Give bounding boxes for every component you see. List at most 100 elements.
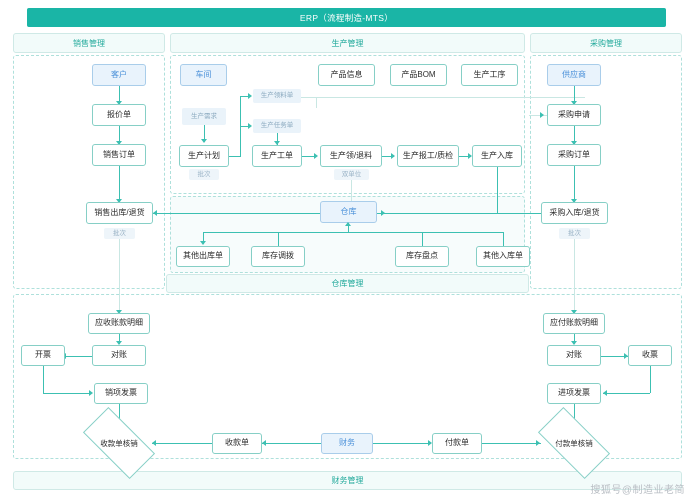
node-ar-reconciliation[interactable]: 对账 <box>92 345 146 366</box>
arrow-left-receipt-voucher <box>262 440 266 446</box>
zone-sales <box>13 55 165 289</box>
edge-warehouse-bus-stem <box>348 223 349 232</box>
node-stock-take[interactable]: 库存盘点 <box>395 246 449 267</box>
tag-production-pick-list: 生产领料单 <box>253 89 301 103</box>
edge-recon-invoicereceive <box>601 356 628 357</box>
node-invoice-receive[interactable]: 收票 <box>628 345 672 366</box>
node-receipt-voucher[interactable]: 收款单 <box>212 433 262 454</box>
edge-invoicing-output <box>43 393 91 394</box>
node-report-qc[interactable]: 生产报工/质检 <box>397 145 459 167</box>
node-receipt-writeoff[interactable]: 收款单核销 <box>82 406 156 480</box>
arrow-left-receipt-writeoff <box>152 440 156 446</box>
arrow-down-purchase-inbound <box>571 199 577 203</box>
arrow-right-purchase-request <box>540 112 544 118</box>
node-supplier[interactable]: 供应商 <box>547 64 601 86</box>
module-header-purchase[interactable]: 采购管理 <box>530 33 682 53</box>
footer-warehouse-management: 仓库管理 <box>166 274 529 293</box>
edge-invoicereceive-down <box>650 366 651 393</box>
edge-trunk-tasklist <box>240 126 249 127</box>
node-ar-detail[interactable]: 应收账款明细 <box>88 313 150 334</box>
node-workshop[interactable]: 车间 <box>180 64 227 86</box>
tag-dual-unit: 双单位 <box>334 169 369 180</box>
page-title: ERP（流程制造-MTS） <box>27 8 666 27</box>
edge-bus-other-out <box>203 232 204 244</box>
module-header-sales[interactable]: 销售管理 <box>13 33 165 53</box>
arrow-down-ap-recon <box>571 341 577 345</box>
edge-quotation-salesorder <box>119 126 120 144</box>
arrow-down-other-out <box>200 241 206 245</box>
arrow-right-report <box>391 153 395 159</box>
node-other-inbound[interactable]: 其他入库单 <box>476 246 530 267</box>
edge-output-writeoff <box>119 404 120 425</box>
arrow-right-issue <box>314 153 318 159</box>
arrow-right-picklist <box>248 93 252 99</box>
edge-tasklist-workorder <box>277 133 278 145</box>
node-ap-detail[interactable]: 应付账款明细 <box>543 313 605 334</box>
node-warehouse-hub[interactable]: 仓库 <box>320 201 377 223</box>
edge-request-order <box>574 126 575 144</box>
node-customer[interactable]: 客户 <box>92 64 146 86</box>
node-purchase-inbound-return[interactable]: 采购入库/退货 <box>541 202 608 224</box>
arrow-down-plan <box>201 139 207 143</box>
edge-recon-invoicing <box>62 356 92 357</box>
arrow-down-workorder <box>274 141 280 145</box>
node-purchase-order[interactable]: 采购订单 <box>547 144 601 166</box>
node-production-inbound[interactable]: 生产入库 <box>472 145 522 167</box>
edge-rail-to-purchase-request <box>529 115 547 116</box>
arrow-down-salesorder <box>116 141 122 145</box>
node-ap-reconciliation[interactable]: 对账 <box>547 345 601 366</box>
node-quotation[interactable]: 报价单 <box>92 104 146 126</box>
edge-inbound-to-warehouse <box>497 167 498 213</box>
edge-plan-to-trunk <box>228 156 241 157</box>
node-product-info[interactable]: 产品信息 <box>318 64 375 86</box>
zone-purchase <box>530 55 682 289</box>
arrow-down-sales-outbound <box>116 199 122 203</box>
node-product-bom[interactable]: 产品BOM <box>390 64 447 86</box>
zone-finance <box>13 294 682 459</box>
edge-warehouse-bus <box>203 232 503 233</box>
node-material-issue-return[interactable]: 生产领/退料 <box>320 145 382 167</box>
node-work-order[interactable]: 生产工单 <box>252 145 302 167</box>
node-payment-voucher[interactable]: 付款单 <box>432 433 482 454</box>
edge-hub-receiptvoucher <box>262 443 321 444</box>
node-other-outbound[interactable]: 其他出库单 <box>176 246 230 267</box>
node-invoicing[interactable]: 开票 <box>21 345 65 366</box>
arrow-down-ap-detail <box>571 310 577 314</box>
edge-apdetail-recon <box>574 334 575 344</box>
arrow-right-warehouse-out <box>381 210 385 216</box>
edge-issue-report <box>382 156 394 157</box>
arrow-down-ar-detail <box>116 310 122 314</box>
arrow-up-warehouse <box>345 222 351 226</box>
node-sales-order[interactable]: 销售订单 <box>92 144 146 166</box>
edge-demand-plan <box>204 125 205 142</box>
edge-invoicereceive-input <box>603 393 650 394</box>
tag-production-demand: 生产需求 <box>182 108 226 125</box>
edge-report-inbound <box>459 156 471 157</box>
edge-bus-stocktake <box>422 232 423 246</box>
watermark: 搜狐号@制造业老简 <box>590 481 685 496</box>
module-header-production[interactable]: 生产管理 <box>170 33 525 53</box>
edge-hub-paymentvoucher <box>373 443 431 444</box>
arrow-right-tasklist <box>248 123 252 129</box>
arrow-down-quotation <box>116 101 122 105</box>
node-stock-transfer[interactable]: 库存调拨 <box>251 246 305 267</box>
edge-picklist-drop <box>316 97 317 108</box>
node-purchase-request[interactable]: 采购申请 <box>547 104 601 126</box>
node-output-invoice[interactable]: 销项发票 <box>94 383 148 404</box>
arrow-right-payment-voucher <box>428 440 432 446</box>
edge-supplier-request <box>574 86 575 104</box>
arrow-down-purchase-order <box>571 141 577 145</box>
watermark-text: 搜狐号@制造业老简 <box>590 485 685 496</box>
edge-workorder-issue <box>302 156 316 157</box>
node-input-invoice[interactable]: 进项发票 <box>547 383 601 404</box>
arrow-left-input-invoice <box>603 390 607 396</box>
tag-production-plan-batch: 批次 <box>189 169 219 180</box>
arrow-right-inbound <box>468 153 472 159</box>
node-production-plan[interactable]: 生产计划 <box>179 145 229 167</box>
node-finance-hub[interactable]: 财务 <box>321 433 373 454</box>
tag-production-task-list: 生产任务单 <box>253 119 301 133</box>
node-payment-writeoff[interactable]: 付款单核销 <box>537 406 611 480</box>
node-sales-outbound-return[interactable]: 销售出库/退货 <box>86 202 153 224</box>
node-production-process[interactable]: 生产工序 <box>461 64 518 86</box>
